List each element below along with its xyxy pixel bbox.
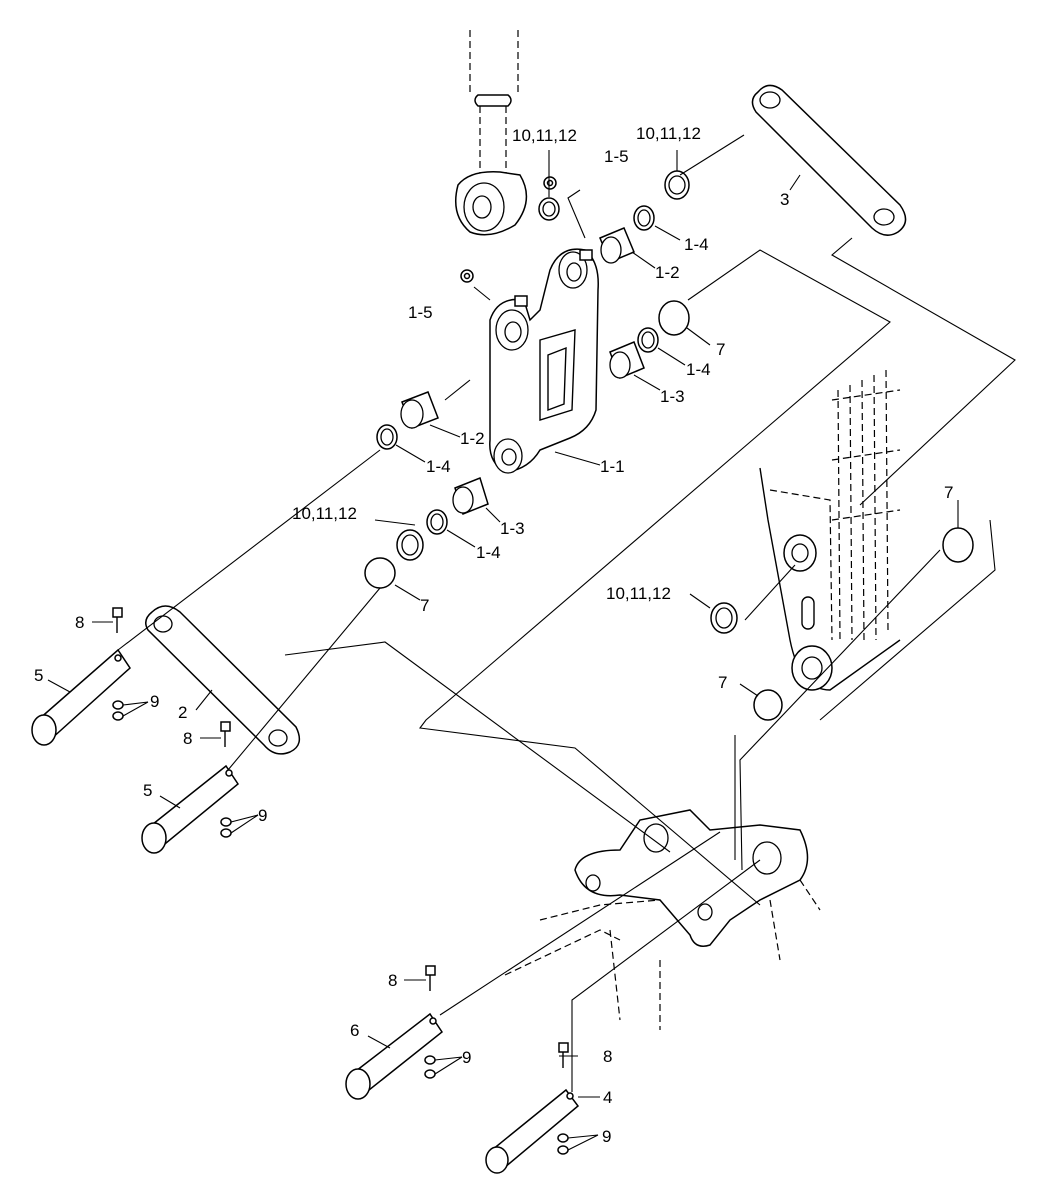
label-1-4-a: 1-4 bbox=[684, 235, 709, 254]
link-3 bbox=[751, 84, 907, 236]
label-5-b: 5 bbox=[143, 781, 152, 800]
bushing-left-1-2 bbox=[400, 391, 439, 429]
bucket-bracket bbox=[504, 809, 821, 1030]
cylinder-rod bbox=[455, 30, 528, 236]
label-10-11-12-b: 10,11,12 bbox=[636, 124, 701, 143]
label-6: 6 bbox=[350, 1021, 359, 1040]
label-8-a: 8 bbox=[75, 613, 84, 632]
label-4: 4 bbox=[603, 1088, 612, 1107]
label-7-c: 7 bbox=[420, 596, 429, 615]
grease-fitting-upper bbox=[543, 176, 557, 190]
label-10-11-12-a: 10,11,12 bbox=[512, 126, 577, 145]
label-9-a: 9 bbox=[150, 692, 159, 711]
label-3: 3 bbox=[780, 190, 789, 209]
nuts bbox=[112, 700, 569, 1155]
label-8-c: 8 bbox=[388, 971, 397, 990]
label-1-3-a: 1-3 bbox=[660, 387, 685, 406]
dust-seals bbox=[364, 300, 974, 721]
label-9-d: 9 bbox=[602, 1127, 611, 1146]
label-5-a: 5 bbox=[34, 666, 43, 685]
label-7-a: 7 bbox=[716, 340, 725, 359]
callout-labels: 10,11,12 10,11,12 10,11,12 10,11,12 1-5 … bbox=[34, 124, 953, 1146]
label-1-2-a: 1-2 bbox=[655, 263, 680, 282]
label-9-c: 9 bbox=[462, 1048, 471, 1067]
bushing-right-1-3 bbox=[609, 341, 645, 379]
label-7-b: 7 bbox=[944, 483, 953, 502]
pin-5-lower bbox=[141, 764, 240, 854]
label-10-11-12-d: 10,11,12 bbox=[606, 584, 671, 603]
shims-and-seals bbox=[376, 170, 738, 634]
bushing-upper-1-2 bbox=[599, 227, 635, 264]
label-1-1: 1-1 bbox=[600, 457, 625, 476]
guide-link-1-1 bbox=[489, 248, 599, 474]
pin-4 bbox=[485, 1088, 580, 1174]
label-8-b: 8 bbox=[183, 729, 192, 748]
label-1-2-b: 1-2 bbox=[460, 429, 485, 448]
pin-5-upper bbox=[31, 648, 131, 746]
label-1-5-a: 1-5 bbox=[604, 147, 629, 166]
label-10-11-12-c: 10,11,12 bbox=[292, 504, 357, 523]
label-7-d: 7 bbox=[718, 673, 727, 692]
label-9-b: 9 bbox=[258, 806, 267, 825]
bolts bbox=[112, 607, 569, 1068]
pin-6 bbox=[345, 1012, 444, 1100]
grease-fitting-left bbox=[460, 269, 474, 283]
label-1-4-d: 1-4 bbox=[476, 543, 501, 562]
link-2 bbox=[145, 605, 301, 755]
leader-lines bbox=[47, 150, 959, 1151]
arm-tip bbox=[759, 369, 901, 691]
label-8-d: 8 bbox=[603, 1047, 612, 1066]
bushing-lower-1-3 bbox=[452, 477, 489, 515]
label-1-4-b: 1-4 bbox=[686, 360, 711, 379]
label-1-3-b: 1-3 bbox=[500, 519, 525, 538]
assembly-lines bbox=[117, 134, 1016, 1092]
label-2: 2 bbox=[178, 703, 187, 722]
label-1-5-b: 1-5 bbox=[408, 303, 433, 322]
label-1-4-c: 1-4 bbox=[426, 457, 451, 476]
